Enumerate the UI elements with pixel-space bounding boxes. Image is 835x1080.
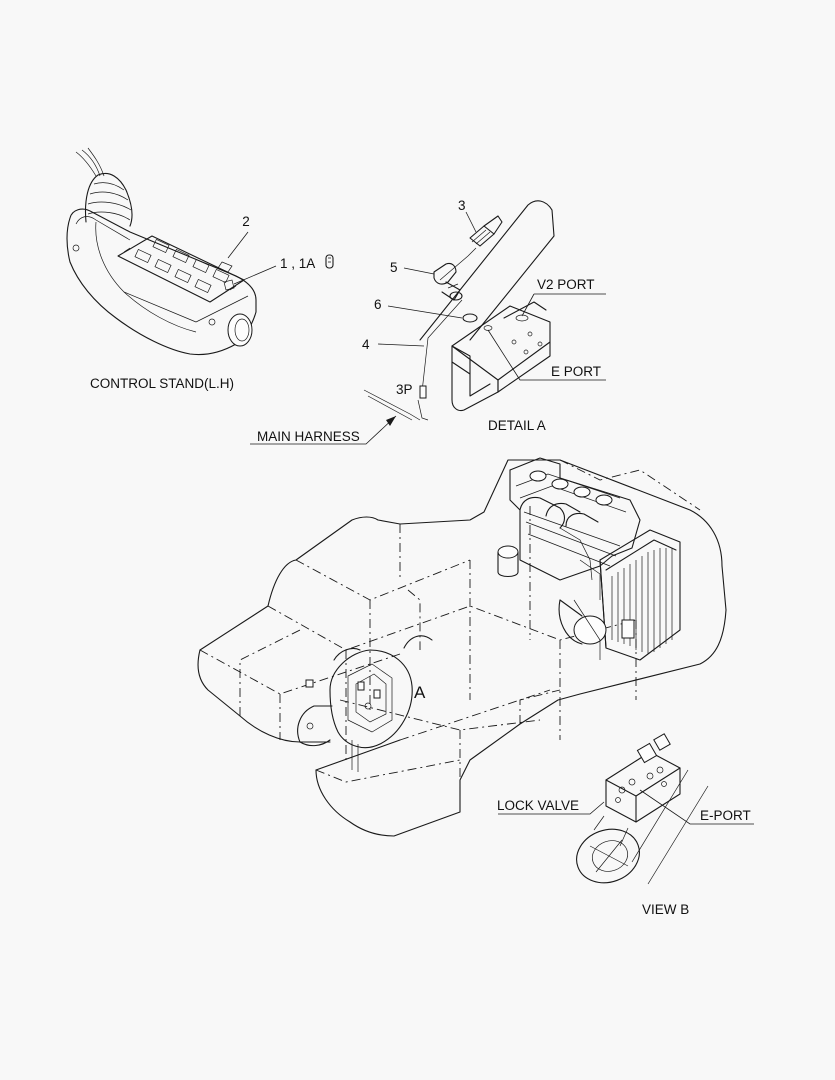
leader-2: [227, 231, 249, 259]
leader-e-port: [487, 329, 606, 381]
callout-2: 2: [242, 214, 250, 229]
view-b-drawing: [576, 733, 709, 885]
view-b-label: VIEW B: [642, 902, 689, 917]
main-harness-label: MAIN HARNESS: [257, 429, 360, 444]
detail-a-label: DETAIL A: [488, 418, 546, 433]
leader-5: [403, 267, 435, 275]
callout-1-1a: 1 , 1A: [280, 256, 315, 271]
leader-lock-valve: [498, 801, 605, 815]
leader-4: [377, 343, 425, 347]
leader-v2-port: [521, 293, 606, 317]
detail-marker-a: A: [414, 683, 426, 702]
leader-1-1a: [233, 265, 277, 285]
e-port-label: E PORT: [551, 364, 601, 379]
control-stand-label: CONTROL STAND(L.H): [90, 376, 234, 391]
lock-valve-label: LOCK VALVE: [497, 798, 579, 813]
leader-e-port-b: [639, 789, 754, 825]
leader-main-harness: [250, 415, 397, 445]
callout-3: 3: [458, 198, 466, 213]
control-stand-drawing: [66, 147, 257, 356]
leader-6: [387, 305, 463, 319]
connector-3p-label: 3P: [396, 382, 413, 397]
callout-4: 4: [362, 337, 370, 352]
v2-port-label: V2 PORT: [537, 277, 595, 292]
e-port-b-label: E-PORT: [700, 808, 751, 823]
detail-a-drawing: [363, 200, 555, 421]
machine-body-drawing: [197, 457, 727, 837]
callout-6: 6: [374, 297, 382, 312]
bulb-icon: [325, 254, 334, 269]
callout-5: 5: [390, 260, 398, 275]
leader-3: [465, 211, 477, 233]
